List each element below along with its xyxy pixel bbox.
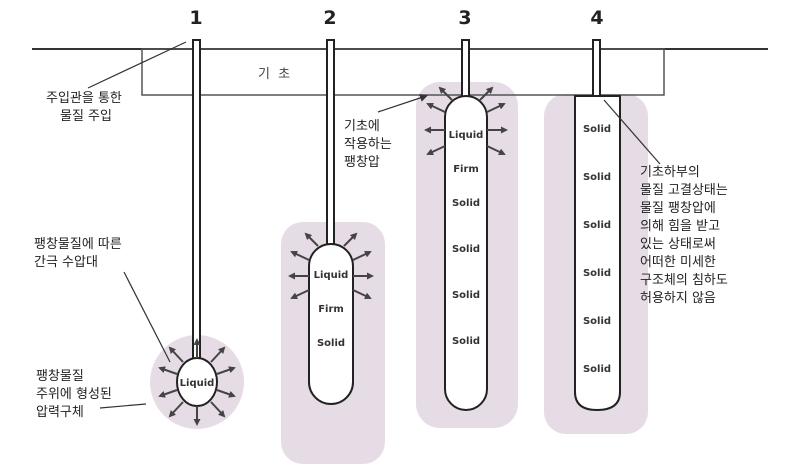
foundation-label: 기 초 <box>258 67 292 82</box>
annotation-expansion-pressure: 기초에 작용하는 팽창압 <box>344 94 428 170</box>
state-label-4-0: Solid <box>583 124 611 135</box>
annotation-expansion-pressure-line-2: 팽창압 <box>344 155 380 170</box>
annotation-injection-line-1: 물질 주입 <box>60 109 112 124</box>
injection-pipe-2 <box>326 39 335 249</box>
state-label-3-4: Solid <box>452 290 480 301</box>
solidifying-column-2 <box>308 243 354 405</box>
state-label-2-0: Liquid <box>314 270 349 281</box>
step-4: 4 Solid Solid Solid Solid Solid Solid <box>574 7 621 412</box>
state-label-4-3: Solid <box>583 268 611 279</box>
foundation-slab <box>141 48 665 96</box>
step-1: 1 Liquid <box>158 7 236 426</box>
annotation-final-state-line-4: 있는 상태로써 <box>640 237 716 252</box>
injection-pipe-4 <box>592 39 601 97</box>
step-number-2: 2 <box>323 7 336 29</box>
step-number-1: 1 <box>189 7 202 29</box>
leader-line-final-state <box>603 99 661 165</box>
annotation-final-state-line-6: 구조체의 침하도 <box>640 273 728 288</box>
annotation-expansion-pressure-line-1: 작용하는 <box>344 137 392 152</box>
leader-line-injection <box>87 41 187 89</box>
pressure-arrows-2 <box>288 232 374 300</box>
injection-pipe-3 <box>461 39 470 103</box>
step-number-3: 3 <box>458 7 471 29</box>
state-label-4-4: Solid <box>583 316 611 327</box>
annotation-final-state: 기초하부의 물질 고결상태는 물질 팽창압에 의해 힘을 받고 있는 상태로써 … <box>603 99 728 306</box>
pressure-zones <box>150 82 648 464</box>
step-3: 3 Liquid Firm Solid Solid Solid Solid <box>424 7 508 411</box>
state-label-2-1: Firm <box>318 304 344 315</box>
annotation-final-state-line-1: 물질 고결상태는 <box>640 183 728 198</box>
annotation-final-state-line-2: 물질 팽창압에 <box>640 201 716 216</box>
state-label-2-2: Solid <box>317 338 345 349</box>
state-label-3-3: Solid <box>452 244 480 255</box>
pressure-arrows-1 <box>158 338 236 426</box>
solid-column-4 <box>574 95 621 412</box>
state-label-4-1: Solid <box>583 172 611 183</box>
state-label-4-2: Solid <box>583 220 611 231</box>
annotation-final-state-line-3: 의해 힘을 받고 <box>640 219 720 234</box>
state-label-3-2: Solid <box>452 198 480 209</box>
state-label-1-0: Liquid <box>180 378 215 389</box>
annotation-void-zone: 팽창물질에 따른 간극 수압대 <box>34 237 171 363</box>
injection-pipe-1 <box>192 39 201 366</box>
annotation-final-state-line-0: 기초하부의 <box>640 165 700 180</box>
step-2: 2 Liquid Firm Solid <box>288 7 374 405</box>
step-number-4: 4 <box>590 7 603 29</box>
annotation-compressed-body: 팽창물질 주위에 형성된 압력구체 <box>36 369 147 420</box>
annotation-expansion-pressure-line-0: 기초에 <box>344 119 380 134</box>
state-label-3-5: Solid <box>452 336 480 347</box>
annotation-injection-line-0: 주입관을 통한 <box>46 91 122 106</box>
annotation-injection: 주입관을 통한 물질 주입 <box>46 41 187 124</box>
annotation-void-zone-line-1: 간극 수압대 <box>34 255 98 270</box>
annotation-final-state-line-5: 어떠한 미세한 <box>640 255 716 270</box>
annotation-void-zone-line-0: 팽창물질에 따른 <box>34 237 122 252</box>
leader-line-void-zone <box>123 271 171 363</box>
annotation-compressed-body-line-0: 팽창물질 <box>36 369 84 384</box>
solidifying-column-3 <box>444 95 488 411</box>
state-label-3-0: Liquid <box>449 130 484 141</box>
pressure-arrows-3 <box>424 86 508 156</box>
foundation: 기 초 <box>32 48 768 96</box>
state-label-3-1: Firm <box>453 164 479 175</box>
annotation-compressed-body-line-1: 주위에 형성된 <box>36 387 112 402</box>
annotation-final-state-line-7: 허용하지 않음 <box>640 291 716 306</box>
annotation-compressed-body-line-2: 압력구체 <box>36 405 84 420</box>
leader-line-expansion-pressure <box>377 94 428 113</box>
state-label-4-5: Solid <box>583 364 611 375</box>
leader-line-compressed-body <box>99 403 147 409</box>
